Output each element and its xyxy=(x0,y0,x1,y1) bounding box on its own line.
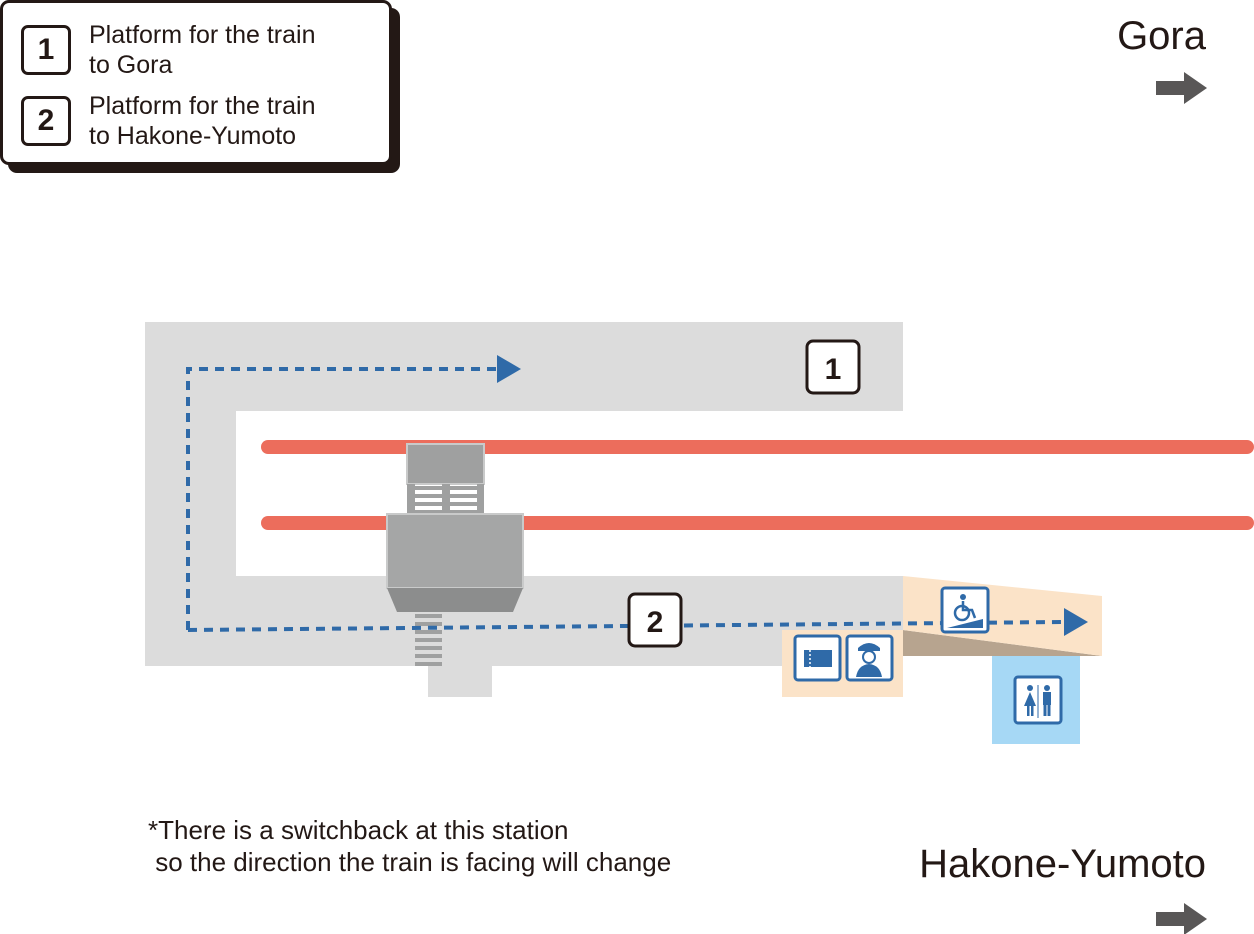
bridge-stairs-lower xyxy=(415,614,442,666)
arrow-right-icon xyxy=(1156,72,1207,104)
legend-line: to Gora xyxy=(89,51,173,79)
wheelchair-ramp-icon xyxy=(940,586,990,634)
route-arrow-platform-2 xyxy=(1064,608,1088,636)
restroom-icon xyxy=(1013,675,1063,725)
legend-text-1: Platform for the train to Gora xyxy=(89,20,315,80)
direction-hakone-yumoto-label: Hakone-Yumoto xyxy=(919,842,1206,886)
legend: 1 Platform for the train to Gora 2 Platf… xyxy=(0,0,392,165)
legend-item-platform-2: 2 Platform for the train to Hakone-Yumot… xyxy=(21,91,315,151)
legend-text-2: Platform for the train to Hakone-Yumoto xyxy=(89,91,315,151)
note-line: *There is a switchback at this station xyxy=(148,815,569,845)
platform-2-badge xyxy=(627,592,683,648)
legend-line: to Hakone-Yumoto xyxy=(89,122,297,150)
route-line-platform-1 xyxy=(186,367,497,630)
legend-line: Platform for the train xyxy=(89,92,316,120)
bridge-stairs-upper xyxy=(407,484,484,514)
arrow-right-icon xyxy=(1156,903,1207,934)
legend-item-platform-1: 1 Platform for the train to Gora xyxy=(21,20,315,80)
switchback-note: *There is a switchback at this station s… xyxy=(148,814,671,878)
route-line-platform-2 xyxy=(187,620,1064,632)
platform-1-badge-label: 1 xyxy=(825,353,842,386)
platform-1-area xyxy=(145,322,903,576)
platform-2-area xyxy=(145,576,903,666)
platform-1-badge xyxy=(805,339,861,395)
bridge-top-block xyxy=(406,443,485,485)
route-arrow-platform-1 xyxy=(497,355,521,383)
ticket-icon xyxy=(793,634,842,682)
legend-line: Platform for the train xyxy=(89,21,316,49)
bridge-base xyxy=(387,588,523,612)
platform-2-badge-label: 2 xyxy=(647,606,664,639)
note-line: so the direction the train is facing wil… xyxy=(148,847,672,877)
legend-badge-2: 2 xyxy=(21,96,71,146)
platform-2-stub xyxy=(428,660,492,697)
legend-badge-1: 1 xyxy=(21,25,71,75)
bridge-main-block xyxy=(386,513,524,589)
station-staff-icon xyxy=(845,634,894,682)
direction-gora-label: Gora xyxy=(1117,14,1206,58)
